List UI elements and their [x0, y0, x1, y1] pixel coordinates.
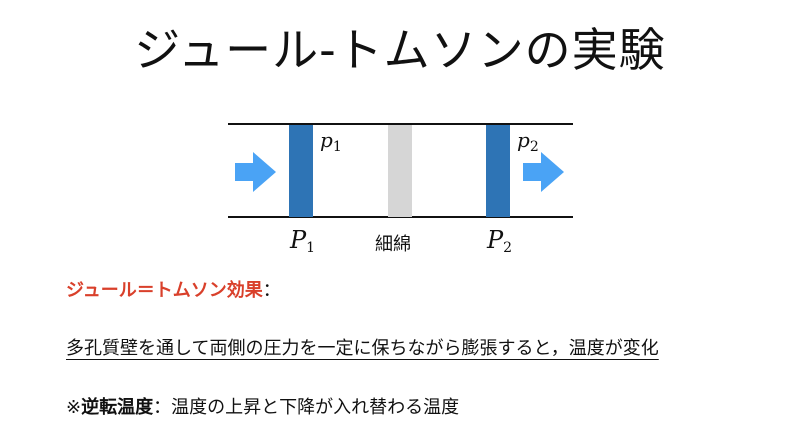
piston-right [486, 125, 510, 217]
tube-bottom-wall [228, 216, 573, 218]
piston-left [289, 125, 313, 217]
effect-description: 多孔質壁を通して両側の圧力を一定に保ちながら膨張すると，温度が変化 [66, 338, 659, 359]
page-title: ジュール-トムソンの実験 [134, 23, 666, 77]
piston-label-P2: P2 [487, 226, 513, 256]
pressure-label-p1: p1 [320, 128, 342, 155]
inflow-arrow-icon [235, 152, 276, 192]
piston-label-P1: P1 [290, 226, 316, 256]
inversion-temperature-note: ※逆転温度：温度の上昇と下降が入れ替わる温度 [66, 393, 459, 419]
outflow-arrow-icon [523, 152, 564, 192]
cotton-plug [388, 125, 412, 217]
tube-top-wall [228, 123, 573, 125]
pressure-label-p2: p2 [517, 128, 539, 155]
note-mark: ※ [66, 397, 82, 418]
note-term: 逆転温度 [81, 397, 154, 418]
note-text: 温度の上昇と下降が入れ替わる温度 [171, 397, 460, 418]
effect-heading: ジュール＝トムソン効果： [66, 276, 281, 302]
effect-colon: ： [262, 280, 281, 301]
note-colon: ： [153, 397, 172, 418]
effect-term: ジュール＝トムソン効果 [66, 280, 263, 301]
cotton-label: 細綿 [375, 234, 411, 255]
joule-thomson-diagram: p1 p2 P1 P2 細綿 [228, 123, 573, 256]
